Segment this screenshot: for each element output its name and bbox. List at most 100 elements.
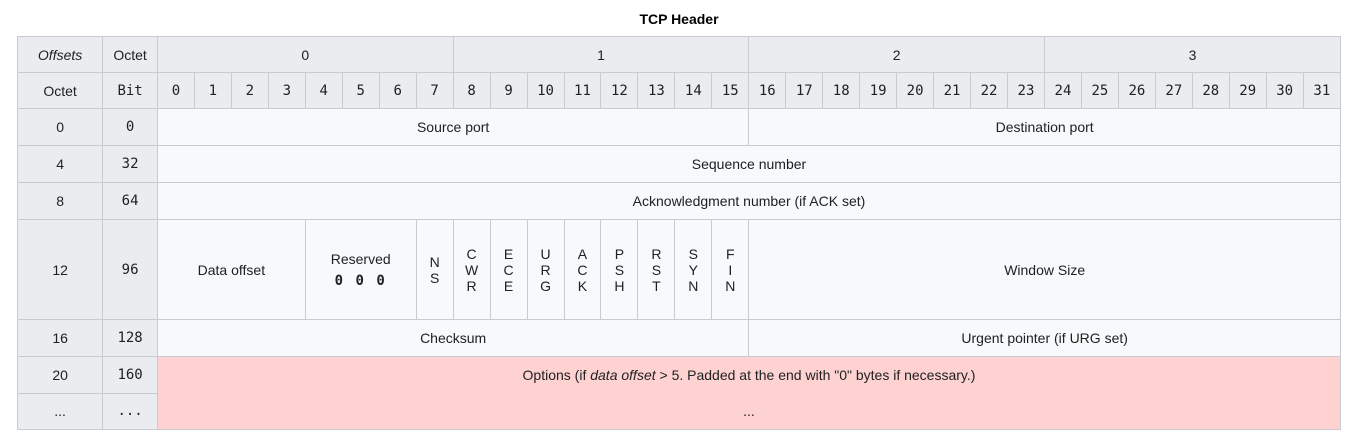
options-continuation: ... <box>743 403 755 419</box>
row-bit-offset-0: 0 <box>102 108 158 146</box>
octet-group-2: 2 <box>748 36 1045 73</box>
flag-rst-letter-3: T <box>652 277 661 294</box>
bit-col-29: 29 <box>1228 72 1267 109</box>
flag-ece-letter-1: E <box>503 245 514 262</box>
octet-group-header-row: Offsets Octet 0 1 2 3 <box>16 36 1342 73</box>
flag-ns-letter-2: S <box>429 269 440 286</box>
field-source-port: Source port <box>156 108 750 146</box>
field-acknowledgment-number: Acknowledgment number (if ACK set) <box>156 182 1342 220</box>
flag-urg-letter-2: R <box>540 261 551 278</box>
bit-col-1: 1 <box>193 72 232 109</box>
bit-col-30: 30 <box>1265 72 1304 109</box>
row-bit-offset-32: 32 <box>102 145 158 183</box>
bit-header-row: Octet Bit 0 1 2 3 4 5 6 7 8 9 10 11 12 1… <box>16 72 1342 109</box>
flag-ack-letter-2: C <box>577 261 588 278</box>
bit-col-14: 14 <box>674 72 713 109</box>
flag-syn: S Y N <box>674 219 713 320</box>
field-reserved: Reserved 0 0 0 <box>304 219 417 320</box>
flag-psh-letter-3: H <box>614 277 625 294</box>
reserved-zeros: 0 0 0 <box>334 272 387 289</box>
flag-ns-letter-1: N <box>429 253 440 270</box>
flag-ack-letter-1: A <box>577 245 588 262</box>
bit-col-15: 15 <box>711 72 750 109</box>
row-bit-offset-128: 128 <box>102 319 158 357</box>
flag-psh-letter-2: S <box>614 261 625 278</box>
flag-urg: U R G <box>526 219 565 320</box>
header-row-ellipsis: ... ... <box>16 392 1341 430</box>
row-octet-offset-16: 16 <box>16 319 104 357</box>
tcp-header-table-container: Offsets Octet 0 1 2 3 Octet Bit 0 1 2 3 … <box>0 36 1358 430</box>
offsets-label: Offsets <box>16 36 104 73</box>
header-row-96: 12 96 Data offset Reserved 0 0 0 N S C W <box>16 219 1341 320</box>
flag-ack: A C K <box>563 219 602 320</box>
row-octet-offset-8: 8 <box>16 182 104 220</box>
bit-col-13: 13 <box>637 72 676 109</box>
flag-cwr-letter-1: C <box>466 245 477 262</box>
field-urgent-pointer: Urgent pointer (if URG set) <box>748 319 1341 357</box>
field-window-size: Window Size <box>748 219 1341 320</box>
flag-rst: R S T <box>637 219 676 320</box>
field-options: Options (if data offset > 5. Padded at t… <box>156 356 1342 430</box>
bit-col-24: 24 <box>1043 72 1082 109</box>
flag-fin-letter-1: F <box>726 245 735 262</box>
bit-col-31: 31 <box>1302 72 1342 109</box>
flag-syn-letter-1: S <box>688 245 698 262</box>
flag-ece: E C E <box>489 219 528 320</box>
bit-col-16: 16 <box>748 72 787 109</box>
octet-row-label: Octet <box>16 72 104 109</box>
row-bit-offset-160: 160 <box>102 356 158 394</box>
octet-group-3: 3 <box>1043 36 1342 73</box>
field-checksum: Checksum <box>156 319 750 357</box>
options-italic-term: data offset <box>590 367 656 383</box>
bit-col-6: 6 <box>378 72 417 109</box>
bit-col-10: 10 <box>526 72 565 109</box>
flag-psh: P S H <box>600 219 639 320</box>
flag-ece-letter-2: C <box>503 261 514 278</box>
field-destination-port: Destination port <box>748 108 1341 146</box>
bit-col-26: 26 <box>1117 72 1156 109</box>
flag-cwr: C W R <box>452 219 491 320</box>
bit-col-3: 3 <box>267 72 306 109</box>
options-description: Options (if data offset > 5. Padded at t… <box>523 357 976 393</box>
options-suffix: > 5. Padded at the end with "0" bytes if… <box>655 367 976 383</box>
bit-col-7: 7 <box>415 72 454 109</box>
header-row-160: 20 160 Options (if data offset > 5. Padd… <box>16 356 1342 430</box>
bit-col-28: 28 <box>1191 72 1230 109</box>
octet-group-1: 1 <box>452 36 750 73</box>
field-data-offset: Data offset <box>156 219 306 320</box>
bit-col-18: 18 <box>822 72 861 109</box>
bit-header-link[interactable]: Bit <box>102 72 158 109</box>
bit-col-27: 27 <box>1154 72 1193 109</box>
bit-col-22: 22 <box>970 72 1008 109</box>
bit-col-23: 23 <box>1006 72 1045 109</box>
reserved-label: Reserved <box>330 250 391 267</box>
bit-col-8: 8 <box>452 72 491 109</box>
bit-col-9: 9 <box>489 72 528 109</box>
row-bit-offset-ellipsis: ... <box>102 392 158 430</box>
flag-cwr-letter-2: W <box>465 261 479 278</box>
bit-col-19: 19 <box>859 72 898 109</box>
flag-ece-letter-3: E <box>503 277 514 294</box>
header-row-64: 8 64 Acknowledgment number (if ACK set) <box>16 182 1342 220</box>
header-row-0: 0 0 Source port Destination port <box>16 108 1341 146</box>
flag-urg-letter-3: G <box>540 277 551 294</box>
bit-col-25: 25 <box>1080 72 1119 109</box>
bit-col-5: 5 <box>341 72 380 109</box>
header-row-32: 4 32 Sequence number <box>16 145 1342 183</box>
row-octet-offset-4: 4 <box>16 145 104 183</box>
octet-group-0: 0 <box>156 36 454 73</box>
tcp-header-table: Offsets Octet 0 1 2 3 Octet Bit 0 1 2 3 … <box>16 36 1342 430</box>
flag-psh-letter-1: P <box>614 245 625 262</box>
flag-fin-letter-2: I <box>728 261 733 278</box>
bit-col-2: 2 <box>230 72 269 109</box>
flag-rst-letter-1: R <box>651 245 662 262</box>
flag-rst-letter-2: S <box>651 261 662 278</box>
bit-col-17: 17 <box>785 72 824 109</box>
page-title: TCP Header <box>639 11 719 27</box>
flag-ack-letter-3: K <box>577 277 588 294</box>
flag-fin: F I N <box>711 219 750 320</box>
octet-header-link[interactable]: Octet <box>102 36 158 73</box>
row-bit-offset-64: 64 <box>102 182 158 220</box>
flag-ns: N S <box>415 219 454 320</box>
bit-col-4: 4 <box>304 72 343 109</box>
